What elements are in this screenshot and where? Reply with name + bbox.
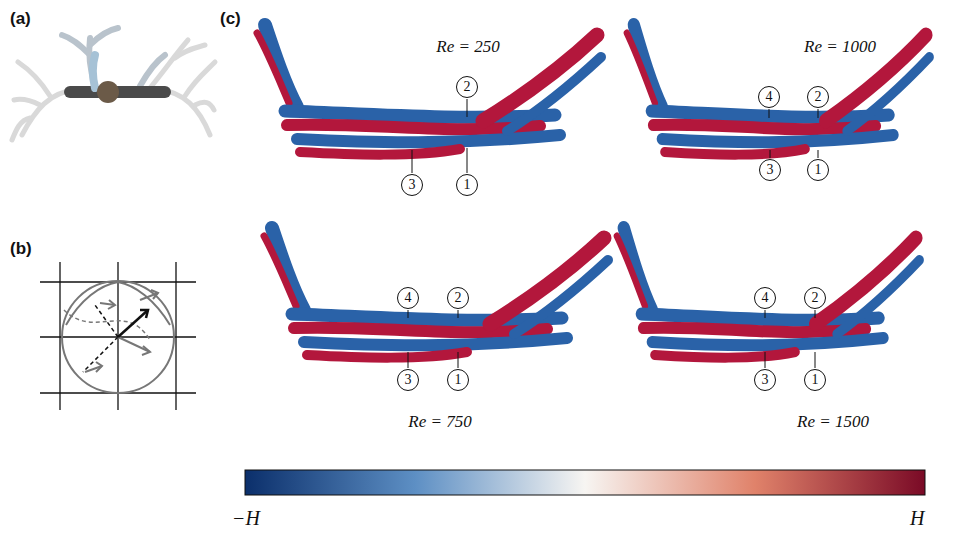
lattice-schematic [40, 262, 196, 410]
vortex-structure [617, 228, 920, 358]
colorbar-label: H [910, 508, 924, 528]
callout-circle: 3 [397, 369, 419, 391]
callout-circle: 4 [758, 86, 780, 108]
vortex-structure [627, 25, 930, 155]
reynolds-label: Re = 750 [408, 413, 471, 430]
callout-number: 2 [464, 80, 471, 94]
callout-number: 1 [464, 178, 471, 192]
callout-circle: 2 [456, 76, 478, 98]
callout-circle: 3 [759, 159, 781, 181]
callout-number: 2 [812, 291, 819, 305]
callout-circle: 3 [401, 174, 423, 196]
color-bar [245, 470, 925, 495]
callout-number: 4 [762, 291, 769, 305]
panel-label: (a) [10, 10, 31, 27]
reynolds-label: Re = 1000 [804, 38, 876, 55]
vortex-structure [257, 25, 601, 155]
reynolds-label: Re = 1500 [797, 413, 869, 430]
callout-circle: 2 [447, 287, 469, 309]
callout-number: 3 [409, 178, 416, 192]
reynolds-label: Re = 250 [436, 38, 499, 55]
callout-circle: 3 [754, 369, 776, 391]
callout-circle: 4 [754, 287, 776, 309]
callout-number: 3 [762, 373, 769, 387]
callout-number: 3 [405, 373, 412, 387]
callout-number: 3 [767, 163, 774, 177]
callout-circle: 1 [456, 174, 478, 196]
panel-label: (b) [10, 240, 32, 257]
callout-number: 4 [766, 90, 773, 104]
vortex-structure [264, 228, 608, 358]
airway-tree [12, 28, 215, 140]
callout-number: 2 [815, 90, 822, 104]
callout-number: 1 [455, 373, 462, 387]
callout-circle: 1 [807, 159, 829, 181]
callout-circle: 4 [397, 287, 419, 309]
callout-circle: 2 [804, 287, 826, 309]
panel-label: (c) [220, 10, 241, 27]
colorbar-label: −H [232, 508, 260, 528]
leader-lines [408, 99, 818, 368]
callout-number: 4 [405, 291, 412, 305]
callout-number: 2 [455, 291, 462, 305]
callout-number: 1 [812, 373, 819, 387]
callout-number: 1 [815, 163, 822, 177]
callout-circle: 2 [807, 86, 829, 108]
callout-circle: 1 [447, 369, 469, 391]
callout-circle: 1 [804, 369, 826, 391]
